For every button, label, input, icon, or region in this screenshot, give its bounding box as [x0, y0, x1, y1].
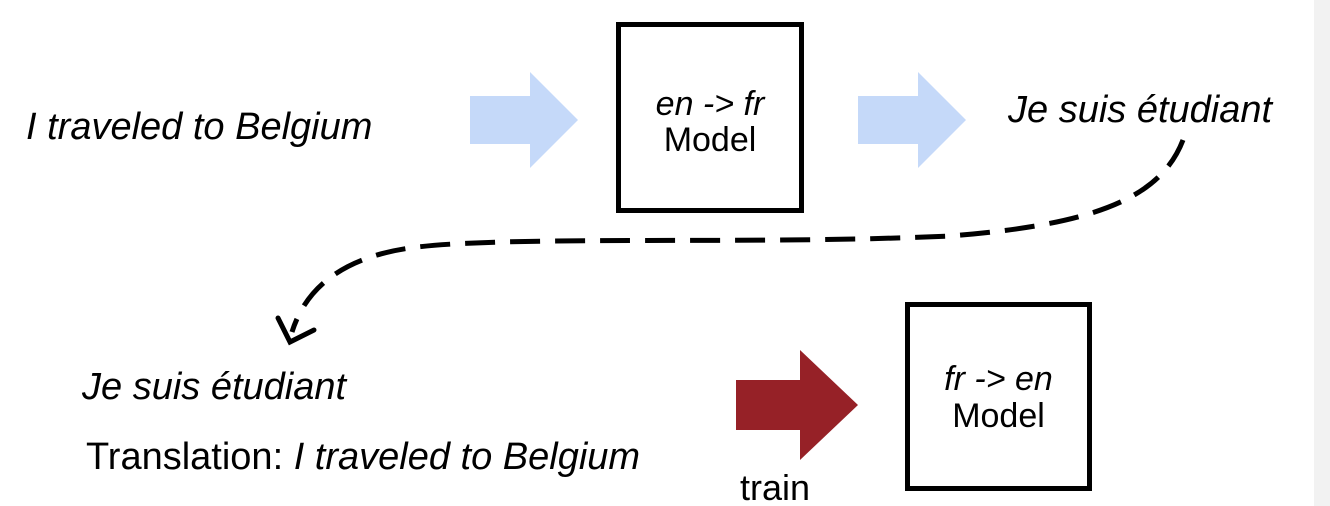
train-arrow: [736, 350, 858, 460]
dashed-feedback-connector: [289, 139, 1186, 333]
input-sentence: I traveled to Belgium: [26, 106, 373, 148]
edge-strip: [1314, 0, 1330, 506]
en-fr-model-box: en -> fr Model: [616, 22, 804, 213]
fr-en-model-label: Model: [952, 397, 1045, 435]
en-fr-model-direction: en -> fr: [655, 85, 765, 123]
train-label: train: [740, 467, 811, 506]
model-to-output-arrow: [858, 72, 966, 168]
fr-en-model-box: fr -> en Model: [905, 302, 1092, 491]
source-sentence: Je suis étudiant: [82, 366, 347, 408]
translation-text: I traveled to Belgium: [293, 436, 641, 478]
output-sentence: Je suis étudiant: [1008, 89, 1273, 131]
translation-line: Translation: I traveled to Belgium: [86, 438, 640, 476]
translation-prefix: Translation:: [86, 436, 294, 478]
fr-en-model-direction: fr -> en: [944, 360, 1053, 398]
dashed-connector-arrowhead: [275, 315, 317, 346]
input-to-model-arrow: [470, 72, 578, 168]
en-fr-model-label: Model: [663, 121, 757, 159]
